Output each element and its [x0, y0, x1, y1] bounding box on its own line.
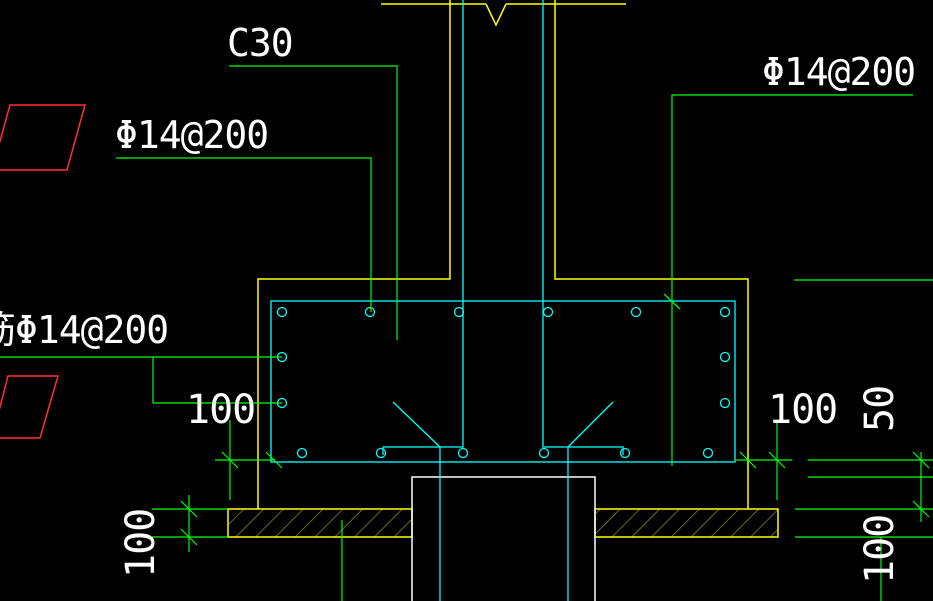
dim-bedding-right-label: 100 — [857, 515, 903, 584]
dim-bedding-left-label: 100 — [118, 509, 164, 578]
marker-parallelogram-top — [0, 104, 86, 171]
leader-lines — [0, 65, 933, 601]
dim-cover-right-label: 100 — [768, 387, 837, 433]
bar-spec-label-side: 筋Φ14@200 — [0, 308, 168, 352]
concrete-grade-label: C30 — [227, 21, 293, 65]
bar-spec-label-left: Φ14@200 — [115, 113, 268, 157]
bedding-layer — [227, 508, 779, 538]
bar-spec-label-right: Φ14@200 — [762, 50, 915, 94]
marker-parallelogram-bottom — [0, 375, 59, 439]
dim-offset-right-label: 50 — [857, 386, 903, 432]
dimension-lines — [152, 420, 933, 552]
concrete-outline — [257, 0, 749, 509]
rebar-dots — [276, 306, 731, 459]
dim-cover-left-label: 100 — [186, 387, 255, 433]
rebar-cage — [270, 0, 736, 601]
lower-column-outline — [411, 476, 596, 601]
